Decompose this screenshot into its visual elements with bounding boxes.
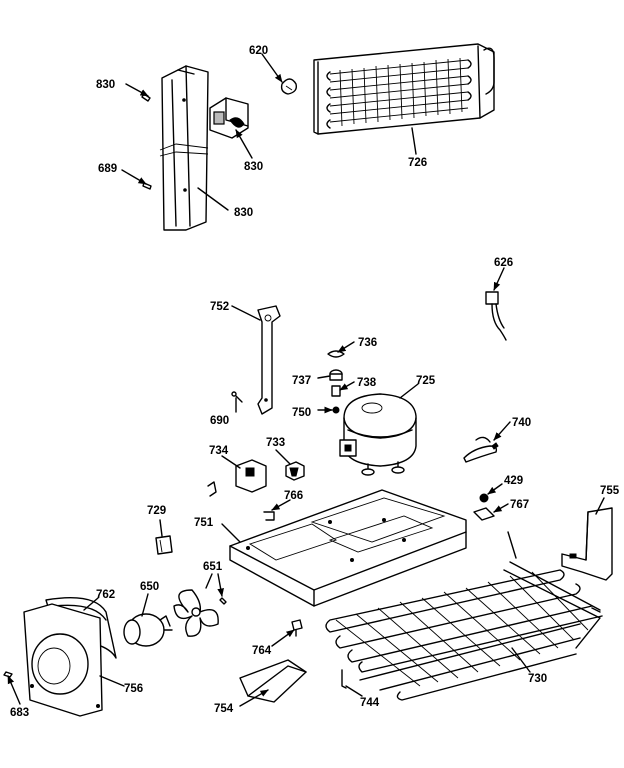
part-830-bracket — [209, 97, 249, 139]
part-767 — [473, 507, 495, 521]
fan-blade — [173, 589, 219, 637]
part-650-motor — [123, 613, 173, 647]
label-736: 736 — [358, 337, 377, 349]
part-690-pin — [231, 391, 243, 403]
part-734-bracket — [207, 459, 267, 497]
part-755-bracket — [561, 507, 613, 581]
label-733: 733 — [266, 437, 285, 449]
label-752: 752 — [210, 301, 229, 313]
part-756-shroud — [23, 603, 103, 717]
label-626: 626 — [494, 257, 513, 269]
part-764-clip — [291, 619, 303, 637]
label-734: 734 — [209, 445, 229, 457]
label-744: 744 — [360, 697, 380, 709]
label-620: 620 — [249, 45, 268, 57]
label-683: 683 — [10, 707, 29, 719]
part-626-cord — [485, 291, 507, 341]
part-830-channel — [159, 65, 209, 231]
part-740-relay — [463, 436, 499, 463]
label-755: 755 — [600, 485, 620, 497]
label-740: 740 — [512, 417, 531, 429]
label-764: 764 — [252, 645, 272, 657]
label-830-channel: 830 — [234, 207, 253, 219]
label-650: 650 — [140, 581, 159, 593]
part-labels: 620 830 830 830 689 726 626 752 736 737 … — [10, 45, 620, 719]
label-750: 750 — [292, 407, 311, 419]
label-767: 767 — [510, 499, 529, 511]
label-690: 690 — [210, 415, 229, 427]
part-730-evaporator — [325, 531, 603, 701]
part-733 — [285, 461, 305, 481]
label-762: 762 — [96, 589, 115, 601]
label-429: 429 — [504, 475, 523, 487]
part-729-capacitor — [155, 535, 173, 555]
label-689: 689 — [98, 163, 117, 175]
label-754: 754 — [214, 703, 234, 715]
label-830-bracket: 830 — [244, 161, 263, 173]
label-751: 751 — [194, 517, 214, 529]
part-651-screw — [219, 597, 227, 605]
label-729: 729 — [147, 505, 166, 517]
part-429 — [479, 493, 489, 503]
part-689-screw — [142, 182, 152, 190]
part-751-base-pan — [229, 489, 467, 607]
label-651: 651 — [203, 561, 223, 573]
label-830-screw: 830 — [96, 79, 115, 91]
part-725-compressor — [339, 393, 417, 476]
part-726-condenser — [313, 43, 495, 135]
label-737: 737 — [292, 375, 311, 387]
part-620 — [280, 78, 298, 95]
label-730: 730 — [528, 673, 547, 685]
label-738: 738 — [357, 377, 377, 389]
part-754-trough — [239, 659, 307, 703]
label-725: 725 — [416, 375, 436, 387]
leader-lines — [7, 53, 605, 707]
part-750-stud — [332, 406, 340, 414]
label-756: 756 — [124, 683, 143, 695]
part-744-clip — [341, 669, 347, 689]
part-737-grommet — [329, 369, 343, 381]
part-766-clip — [263, 511, 275, 521]
label-726: 726 — [408, 157, 427, 169]
part-736-clip — [327, 350, 345, 358]
label-766: 766 — [284, 490, 303, 502]
part-752-strap — [257, 305, 281, 415]
part-738-bushing — [331, 385, 341, 397]
